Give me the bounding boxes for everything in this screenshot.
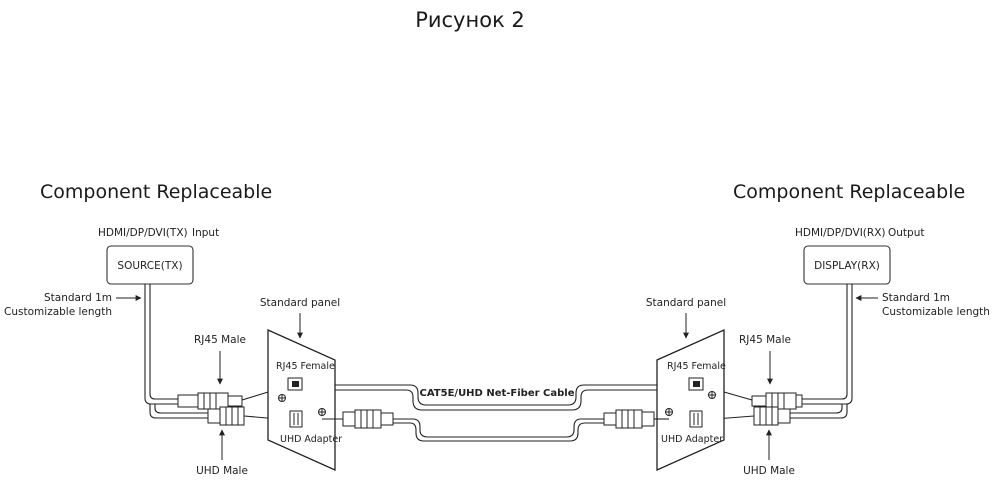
right-uhd-cable-b: [790, 404, 843, 414]
right-panel-uhd-connector: [603, 409, 655, 429]
right-port-role: Output: [888, 227, 924, 239]
right-panel-screw-1: [708, 391, 716, 399]
left-rj45-male-connector: [177, 392, 243, 410]
right-panel-screw-2: [665, 408, 673, 416]
left-port-role: Input: [192, 227, 219, 239]
right-rj45-female-label: RJ45 Female: [667, 361, 726, 372]
center-uhd-cable-b: [393, 422, 604, 442]
left-uhd-adapter-port: [289, 410, 303, 428]
left-cable-note-2: Customizable length: [4, 306, 112, 318]
right-uhd-adapter-label: UHD Adapter: [661, 434, 723, 445]
left-panel-uhd-connector: [342, 409, 394, 429]
left-cable-note-1: Standard 1m: [44, 292, 112, 304]
left-port-label: HDMI/DP/DVI(TX): [98, 227, 188, 239]
right-uhd-male-label: UHD Male: [743, 465, 795, 477]
left-uhd-male-label: UHD Male: [196, 465, 248, 477]
left-rj45-male-label: RJ45 Male: [194, 334, 246, 346]
right-rj45-cable-a: [800, 284, 853, 405]
right-cable-note-1: Standard 1m: [882, 292, 950, 304]
left-panel-screw-1: [278, 394, 286, 402]
left-panel-screw-2: [318, 408, 326, 416]
source-device-label: SOURCE(TX): [117, 260, 182, 272]
left-heading: Component Replaceable: [40, 181, 272, 203]
left-uhd-cable-b: [154, 404, 208, 414]
right-heading: Component Replaceable: [733, 181, 965, 203]
right-port-label: HDMI/DP/DVI(RX): [795, 227, 886, 239]
right-standard-panel: [656, 328, 725, 472]
center-cable-a: [335, 384, 660, 406]
right-rj45-male-label: RJ45 Male: [739, 334, 791, 346]
left-panel-label: Standard panel: [260, 297, 340, 309]
display-device-label: DISPLAY(RX): [814, 260, 880, 272]
left-uhd-male-connector: [207, 406, 245, 426]
left-rj45-cable-b: [149, 284, 178, 400]
left-uhd-adapter-label: UHD Adapter: [280, 434, 342, 445]
left-rj45-cable-a: [144, 284, 178, 405]
left-standard-panel: [267, 328, 336, 472]
left-rj45-female-label: RJ45 Female: [276, 361, 335, 372]
right-uhd-cable-a: [790, 404, 848, 419]
right-rj45-female-port: [688, 377, 704, 391]
right-rj45-cable-b: [800, 284, 848, 400]
right-uhd-male-connector: [753, 406, 791, 426]
center-uhd-cable-a: [393, 418, 604, 438]
center-cable-b: [335, 389, 660, 411]
right-cable-note-2: Customizable length: [882, 306, 990, 318]
right-panel-label: Standard panel: [646, 297, 726, 309]
center-cable-label: CAT5E/UHD Net-Fiber Cable: [420, 388, 575, 399]
left-uhd-cable-a: [149, 404, 208, 419]
left-rj45-female-port: [287, 377, 303, 391]
figure-title: Рисунок 2: [415, 8, 525, 32]
right-uhd-adapter-port: [689, 410, 703, 428]
